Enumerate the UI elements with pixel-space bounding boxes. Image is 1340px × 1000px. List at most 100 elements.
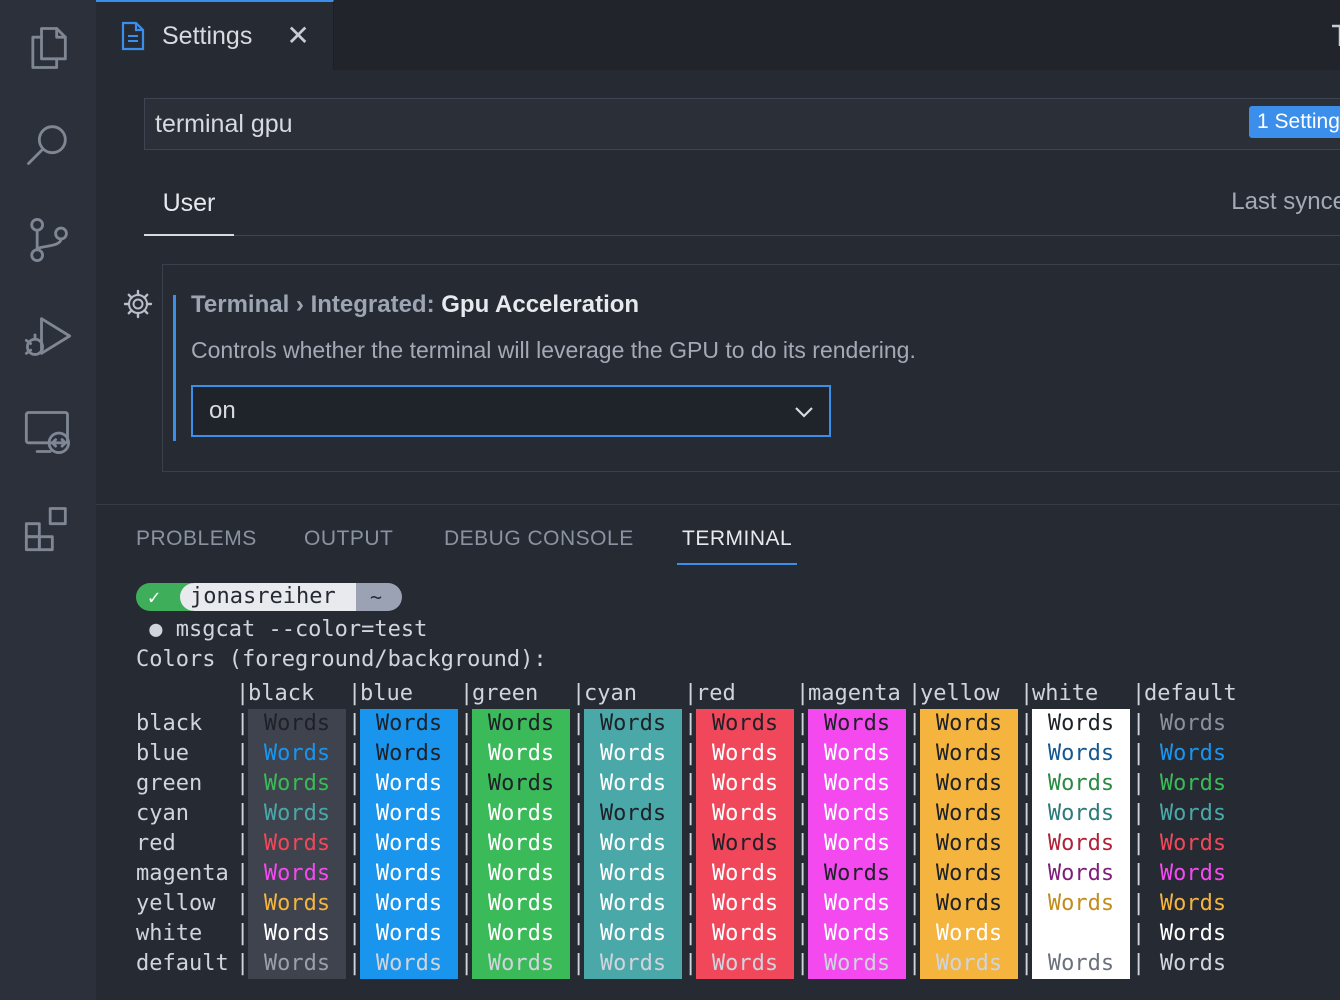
row-label: black — [136, 711, 203, 736]
tab-problems[interactable]: PROBLEMS — [136, 527, 257, 550]
color-cell: Words — [696, 889, 794, 919]
column-separator: | — [572, 741, 586, 766]
color-cell: Words — [696, 829, 794, 859]
file-icon — [121, 21, 145, 51]
column-separator: | — [236, 771, 250, 796]
color-cell: Words — [920, 769, 1018, 799]
color-cell: Words — [248, 949, 346, 979]
settings-search-input[interactable] — [155, 109, 1055, 139]
color-cell: Words — [584, 799, 682, 829]
column-separator: | — [572, 771, 586, 796]
column-separator: | — [236, 951, 250, 976]
color-cell: Words — [920, 949, 1018, 979]
setting-title: Terminal › Integrated: Gpu Acceleration — [191, 291, 639, 319]
color-cell: Words — [472, 739, 570, 769]
color-cell: Words — [472, 709, 570, 739]
color-cell: Words — [920, 889, 1018, 919]
column-separator: | — [796, 861, 810, 886]
column-separator: | — [1132, 861, 1146, 886]
color-cell: Words — [808, 919, 906, 949]
color-cell: Words — [472, 769, 570, 799]
extensions-icon[interactable] — [0, 480, 96, 576]
column-separator: | — [684, 771, 698, 796]
column-separator: | — [1132, 951, 1146, 976]
color-cell: Words — [920, 919, 1018, 949]
bottom-panel: PROBLEMS OUTPUT DEBUG CONSOLE TERMINAL ✓… — [96, 504, 1340, 1000]
column-separator: | — [908, 801, 922, 826]
color-cell: Words — [1032, 859, 1130, 889]
column-header: default — [1144, 681, 1237, 706]
color-cell: Words — [1159, 771, 1227, 796]
close-icon[interactable]: ✕ — [286, 20, 310, 51]
color-cell: Words — [1159, 951, 1227, 976]
row-label: white — [136, 921, 203, 946]
column-separator: | — [460, 771, 474, 796]
column-header: white — [1032, 681, 1099, 706]
tab-debug-console[interactable]: DEBUG CONSOLE — [444, 527, 634, 550]
column-separator: | — [572, 921, 586, 946]
split-editor-icon[interactable] — [1328, 20, 1340, 50]
color-cell: Words — [1032, 829, 1130, 859]
column-separator: | — [796, 741, 810, 766]
setting-description: Controls whether the terminal will lever… — [191, 337, 916, 363]
files-icon[interactable] — [0, 0, 96, 96]
row-label: default — [136, 951, 229, 976]
color-cell: Words — [808, 829, 906, 859]
column-header: yellow — [920, 681, 1000, 706]
tab-user[interactable]: User — [144, 182, 234, 236]
column-separator: | — [796, 801, 810, 826]
color-cell: Words — [808, 709, 906, 739]
gear-icon[interactable] — [122, 288, 154, 320]
column-separator: | — [1020, 711, 1034, 736]
column-separator: | — [572, 801, 586, 826]
gpu-acceleration-select[interactable]: on — [191, 385, 831, 437]
color-cell: Words — [360, 829, 458, 859]
column-separator: | — [796, 921, 810, 946]
color-cell: Words — [584, 889, 682, 919]
color-cell: Words — [248, 859, 346, 889]
color-cell: Words — [472, 949, 570, 979]
column-separator: | — [1132, 771, 1146, 796]
tab-output[interactable]: OUTPUT — [304, 527, 394, 550]
tab-terminal[interactable]: TERMINAL — [682, 527, 793, 550]
column-separator: | — [460, 861, 474, 886]
color-cell: Words — [696, 739, 794, 769]
column-separator: | — [908, 741, 922, 766]
column-separator: | — [348, 921, 362, 946]
column-separator: | — [1020, 741, 1034, 766]
remote-explorer-icon[interactable] — [0, 384, 96, 480]
column-header: blue — [360, 681, 413, 706]
color-cell: Words — [808, 859, 906, 889]
column-separator: | — [1020, 951, 1034, 976]
color-cell: Words — [360, 799, 458, 829]
color-cell: Words — [472, 859, 570, 889]
color-cell: Words — [696, 709, 794, 739]
row-label: green — [136, 771, 203, 796]
column-separator: | — [684, 741, 698, 766]
source-control-icon[interactable] — [0, 192, 96, 288]
color-cell: Words — [1032, 799, 1130, 829]
column-separator: | — [460, 681, 474, 706]
setting-item-gpu-acceleration: Terminal › Integrated: Gpu Acceleration … — [162, 264, 1340, 472]
column-separator: | — [460, 921, 474, 946]
settings-search-box[interactable]: 1 Setting Fou — [144, 98, 1340, 150]
column-separator: | — [236, 921, 250, 946]
column-separator: | — [1132, 921, 1146, 946]
settings-scope-tabs: User Last synced: 1 — [144, 182, 1340, 236]
color-cell: Words — [1032, 769, 1130, 799]
column-separator: | — [684, 921, 698, 946]
column-header: cyan — [584, 681, 637, 706]
column-separator: | — [236, 711, 250, 736]
column-separator: | — [684, 861, 698, 886]
column-separator: | — [236, 741, 250, 766]
column-separator: | — [796, 951, 810, 976]
search-icon[interactable] — [0, 96, 96, 192]
column-separator: | — [460, 801, 474, 826]
color-cell: Words — [360, 769, 458, 799]
column-separator: | — [572, 891, 586, 916]
chevron-down-icon — [795, 407, 813, 418]
run-debug-icon[interactable] — [0, 288, 96, 384]
color-cell: Words — [808, 949, 906, 979]
tab-settings[interactable]: Settings ✕ — [96, 0, 334, 70]
column-separator: | — [572, 951, 586, 976]
